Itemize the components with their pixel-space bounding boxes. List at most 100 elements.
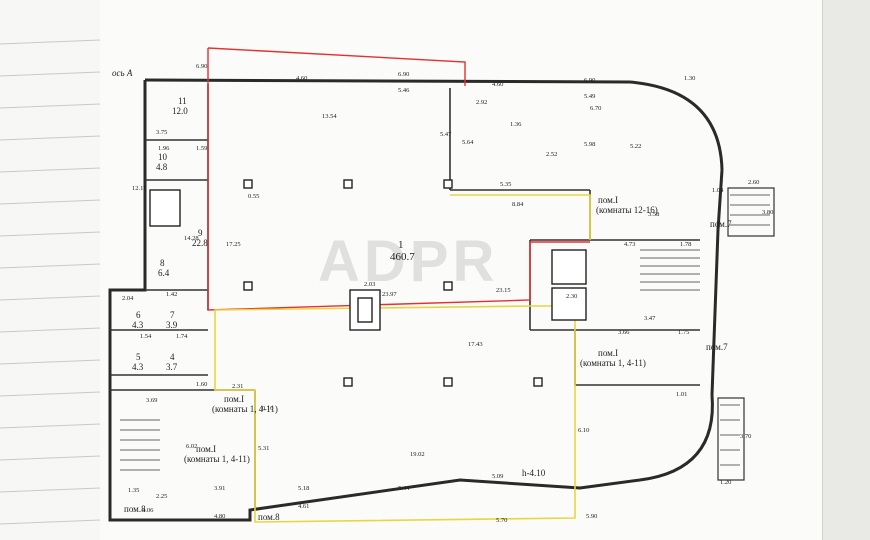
dim: 2.30: [566, 293, 577, 300]
wall-ne-curve: [629, 80, 724, 171]
dim: 13.54: [322, 113, 337, 120]
dim: 6.90: [196, 63, 207, 70]
pom1-label-b: пом.I: [196, 444, 216, 454]
dim: 5.98: [584, 141, 595, 148]
column: [443, 179, 453, 189]
elevator-shaft: [551, 287, 587, 321]
watermark-text: ADPR: [318, 229, 499, 294]
room4-num: 4: [170, 352, 175, 362]
dim: 5.44: [398, 485, 410, 492]
dim: 1.36: [510, 121, 522, 128]
pom1-rooms-d: (комнаты 12-16): [596, 205, 658, 215]
room10-num: 10: [158, 152, 168, 162]
pom1-rooms-a: (комнаты 1, 4-11): [212, 404, 278, 414]
dim: 1.30: [684, 75, 695, 82]
dim: 1.35: [128, 487, 139, 494]
room11-num: 11: [178, 96, 187, 106]
notebook-binder-page: [0, 0, 101, 540]
dim: 5.31: [258, 445, 269, 452]
elevator-shaft: [551, 249, 587, 285]
wall-west: [108, 80, 641, 522]
room9-area: 22.8: [192, 238, 208, 248]
red-line-top: [207, 47, 466, 86]
column: [443, 377, 453, 387]
dim: 3.80: [762, 209, 773, 216]
room9-num: 9: [198, 228, 203, 238]
dim: 2.25: [156, 493, 167, 500]
dim: 5.70: [496, 517, 507, 524]
dim: 4.60: [492, 81, 503, 88]
red-line-body: [207, 48, 590, 311]
room6-num: 6: [136, 310, 141, 320]
entrance-step-south: [717, 397, 745, 481]
dim: 5.22: [630, 143, 641, 150]
red-outline: [207, 47, 590, 311]
yellow-outline: [214, 194, 591, 523]
dim: 12.11: [132, 185, 146, 192]
pom7-label-east: пом.7: [706, 342, 728, 352]
next-page-edge: [822, 0, 870, 540]
dim: 6.70: [590, 105, 601, 112]
pom1-label-d: пом.I: [598, 195, 618, 205]
elevator-shaft-west: [149, 189, 181, 227]
dim: 1.54: [140, 333, 152, 340]
dim: 3.66: [618, 329, 630, 336]
room1-area: 460.7: [390, 251, 415, 263]
pom1-label-c: пом.I: [598, 348, 618, 358]
light-well-inner: [357, 297, 373, 323]
dim: 0.16: [262, 405, 274, 412]
column: [243, 179, 253, 189]
column: [343, 179, 353, 189]
axis-label: ось А: [112, 68, 133, 78]
room1-num: 1: [398, 239, 404, 251]
dim: 3.91: [214, 485, 225, 492]
dim: 1.74: [176, 333, 188, 340]
entrance-steps: [717, 187, 775, 481]
room7-area: 3.9: [166, 320, 178, 330]
dim: 1.01: [676, 391, 687, 398]
column: [443, 281, 453, 291]
dim: 3.70: [740, 433, 751, 440]
pom1-rooms-c: (комнаты 1, 4-11): [580, 358, 646, 368]
dim: 5.49: [584, 93, 595, 100]
dim: 3.47: [644, 315, 656, 322]
dim: 5.18: [298, 485, 309, 492]
room5-num: 5: [136, 352, 141, 362]
dim: 5.64: [462, 139, 474, 146]
dim: 2.04: [122, 295, 134, 302]
outer-walls: [108, 78, 724, 522]
wall-north: [144, 78, 631, 84]
dim: 4.60: [296, 75, 307, 82]
dim: 1.75: [678, 329, 689, 336]
dim: 2.60: [748, 179, 759, 186]
room10-area: 4.8: [156, 162, 168, 172]
dim: 3.75: [156, 129, 167, 136]
binder-lines: [0, 39, 101, 525]
dim: 6.02: [186, 443, 197, 450]
dim: 23.97: [382, 291, 397, 298]
room5-area: 4.3: [132, 362, 144, 372]
dim: 17.43: [468, 341, 483, 348]
room4-area: 3.7: [166, 362, 178, 372]
dimension-labels: 6.90 4.60 6.90 5.46 4.60 6.90 5.49 6.70 …: [122, 63, 773, 524]
room8-area: 6.4: [158, 268, 170, 278]
pom7-label-north: пом.7: [710, 219, 732, 229]
dim: 1.96: [158, 145, 170, 152]
yellow-area: [214, 305, 576, 523]
dim: 0.55: [248, 193, 259, 200]
dim: 1.20: [720, 479, 731, 486]
dim: 4.61: [298, 503, 309, 510]
column: [343, 377, 353, 387]
dim: 8.84: [512, 201, 524, 208]
dim: 6.90: [398, 71, 409, 78]
dim: 5.90: [586, 513, 597, 520]
stairs: [120, 194, 770, 471]
dim: 6.90: [584, 77, 595, 84]
dim: 4.06: [142, 507, 154, 514]
dim: 4.73: [624, 241, 635, 248]
dim: 1.04: [712, 187, 724, 194]
dim: 5.35: [500, 181, 511, 188]
room7-num: 7: [170, 310, 175, 320]
